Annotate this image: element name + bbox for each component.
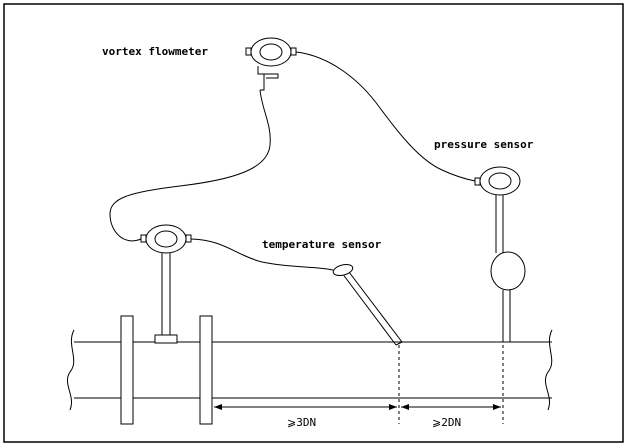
flange-left: [120, 315, 134, 425]
cable-flowmeter-link: [109, 89, 271, 242]
pipe-break-right: [544, 329, 553, 411]
flange-right: [199, 315, 213, 425]
pipe: [66, 329, 553, 411]
pressure-sensor: [474, 166, 526, 342]
dimension-label-3dn: ⩾3DN: [287, 416, 316, 429]
label-vortex-flowmeter: vortex flowmeter: [102, 45, 208, 58]
pipe-flowmeter: [140, 224, 192, 344]
dimension-label-2dn: ⩾2DN: [432, 416, 461, 429]
cable-pressure: [295, 51, 476, 182]
label-pressure-sensor: pressure sensor: [434, 138, 534, 151]
vortex-flowmeter: [245, 37, 297, 91]
pipe-break-left: [66, 329, 75, 411]
label-temperature-sensor: temperature sensor: [262, 238, 382, 251]
signal-cables: [109, 51, 476, 271]
temperature-sensor: [332, 264, 403, 346]
dimension-lines: [211, 345, 504, 424]
cable-temperature: [190, 238, 334, 271]
diagram-border: [3, 3, 624, 443]
